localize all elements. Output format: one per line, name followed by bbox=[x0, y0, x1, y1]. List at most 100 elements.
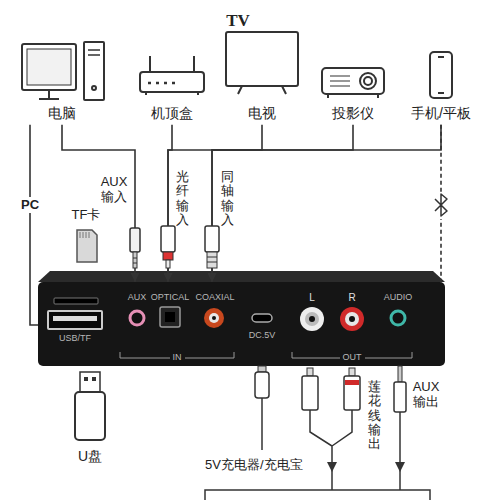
plug-body bbox=[205, 226, 219, 252]
device-label: 机顶盒 bbox=[151, 105, 193, 122]
port-label: OPTICAL bbox=[151, 292, 190, 303]
stb-antenna bbox=[150, 56, 194, 72]
pc-tower bbox=[84, 42, 104, 100]
plug-bands bbox=[207, 257, 217, 262]
tower-drive bbox=[88, 50, 100, 55]
u-disk-hole bbox=[92, 377, 96, 381]
port-label: AUDIO bbox=[384, 292, 413, 303]
projector-icon bbox=[322, 68, 384, 98]
power-cable bbox=[261, 398, 263, 450]
box-top-face bbox=[38, 271, 445, 282]
optical-input-plug bbox=[161, 226, 175, 268]
rca-left-jack bbox=[300, 307, 324, 331]
port-label: R bbox=[348, 292, 355, 304]
aux-input-plug bbox=[130, 228, 140, 268]
rca-output-cable bbox=[302, 368, 360, 490]
monitor-screen bbox=[27, 49, 71, 85]
device-node: USB/TFAUXOPTICALCOAXIALDC.5VLRAUDIOINOUT bbox=[38, 282, 445, 366]
rca-red-body bbox=[344, 376, 360, 410]
plug-collar bbox=[163, 252, 173, 260]
aux-out-arrow bbox=[395, 462, 405, 472]
usb-c-port bbox=[252, 314, 272, 322]
cable-label: 光纤输入 bbox=[176, 170, 189, 227]
device-label: 手机/平板 bbox=[411, 105, 471, 122]
rca-right-ring bbox=[345, 312, 359, 326]
aux-jack bbox=[130, 311, 144, 325]
rca-left-ring bbox=[305, 312, 319, 326]
rca-red-tip bbox=[349, 368, 355, 376]
projector-feet bbox=[328, 94, 378, 98]
plug-bands bbox=[133, 258, 137, 263]
plug-body bbox=[161, 226, 175, 252]
device-node: TF卡 bbox=[66, 206, 106, 266]
connector bbox=[212, 125, 353, 282]
connector bbox=[168, 125, 441, 282]
port-label: IN bbox=[170, 352, 185, 363]
device-label: TF卡 bbox=[72, 207, 101, 223]
phone-icon bbox=[430, 52, 452, 98]
u-disk-icon bbox=[75, 372, 105, 440]
tf-slot bbox=[54, 298, 98, 304]
box-front-face bbox=[38, 282, 445, 366]
tower-button bbox=[92, 86, 96, 90]
output-device-frame bbox=[205, 490, 430, 500]
projector-lens-inner bbox=[364, 77, 372, 85]
symbol-patch bbox=[432, 192, 450, 219]
connector bbox=[62, 125, 135, 282]
aux-out-body bbox=[394, 382, 406, 412]
usb-tongue bbox=[53, 316, 97, 321]
aux-out-tip bbox=[398, 366, 402, 382]
device-label: 电脑 bbox=[48, 105, 76, 122]
device-node: U盘 bbox=[60, 366, 120, 468]
rca-white-body bbox=[302, 376, 318, 410]
rca-right-jack bbox=[340, 307, 364, 331]
port-label: DC.5V bbox=[249, 330, 276, 341]
projector-body bbox=[322, 68, 384, 94]
usb-port bbox=[48, 311, 102, 329]
rca-left-pin bbox=[309, 316, 315, 322]
rca-arrow bbox=[327, 462, 337, 472]
cable-label: 莲花线输出 bbox=[368, 380, 381, 451]
u-disk-hole bbox=[84, 377, 88, 381]
connector bbox=[30, 125, 38, 325]
rca-wire bbox=[310, 410, 352, 490]
stb-feet bbox=[146, 92, 198, 95]
tv-icon bbox=[226, 32, 298, 94]
port-label: L bbox=[309, 292, 315, 304]
rca-red-band bbox=[345, 380, 359, 385]
device-label: TV bbox=[226, 11, 250, 31]
port-label: AUX bbox=[128, 292, 147, 303]
coaxial-jack-pin bbox=[212, 316, 216, 320]
tf-card-contacts bbox=[80, 232, 89, 238]
connector bbox=[212, 125, 262, 282]
device-label: 电视 bbox=[248, 105, 276, 122]
cable-label: 5V充电器/充电宝 bbox=[205, 458, 303, 473]
computer-icon bbox=[22, 42, 104, 100]
set-top-box-icon bbox=[140, 56, 204, 95]
coaxial-jack-ring bbox=[209, 313, 219, 323]
usb-c-tip bbox=[258, 366, 266, 372]
projector-lens bbox=[360, 73, 376, 89]
device-node: 机顶盒 bbox=[130, 50, 215, 125]
decoder-box-body bbox=[38, 271, 445, 366]
optical-port-inner bbox=[165, 312, 175, 322]
usb-c-power-cable bbox=[255, 366, 269, 450]
monitor-frame bbox=[22, 44, 76, 90]
cable-label: AUX输出 bbox=[411, 380, 441, 410]
phone-body bbox=[430, 52, 452, 98]
coaxial-jack bbox=[204, 308, 224, 328]
usb-c-body bbox=[255, 372, 269, 398]
device-node: 投影仪 bbox=[318, 55, 390, 125]
rca-right-pin bbox=[349, 316, 355, 322]
plug-body bbox=[130, 228, 140, 252]
coaxial-input-plug bbox=[205, 226, 219, 268]
device-node: 手机/平板 bbox=[410, 45, 474, 125]
device-label: U盘 bbox=[78, 448, 102, 465]
tv-legs bbox=[238, 86, 286, 94]
tf-card-icon bbox=[77, 230, 97, 262]
u-disk-body bbox=[75, 392, 105, 440]
phone-details bbox=[438, 57, 444, 93]
optical-port bbox=[160, 307, 180, 327]
tf-card-body bbox=[77, 230, 97, 262]
